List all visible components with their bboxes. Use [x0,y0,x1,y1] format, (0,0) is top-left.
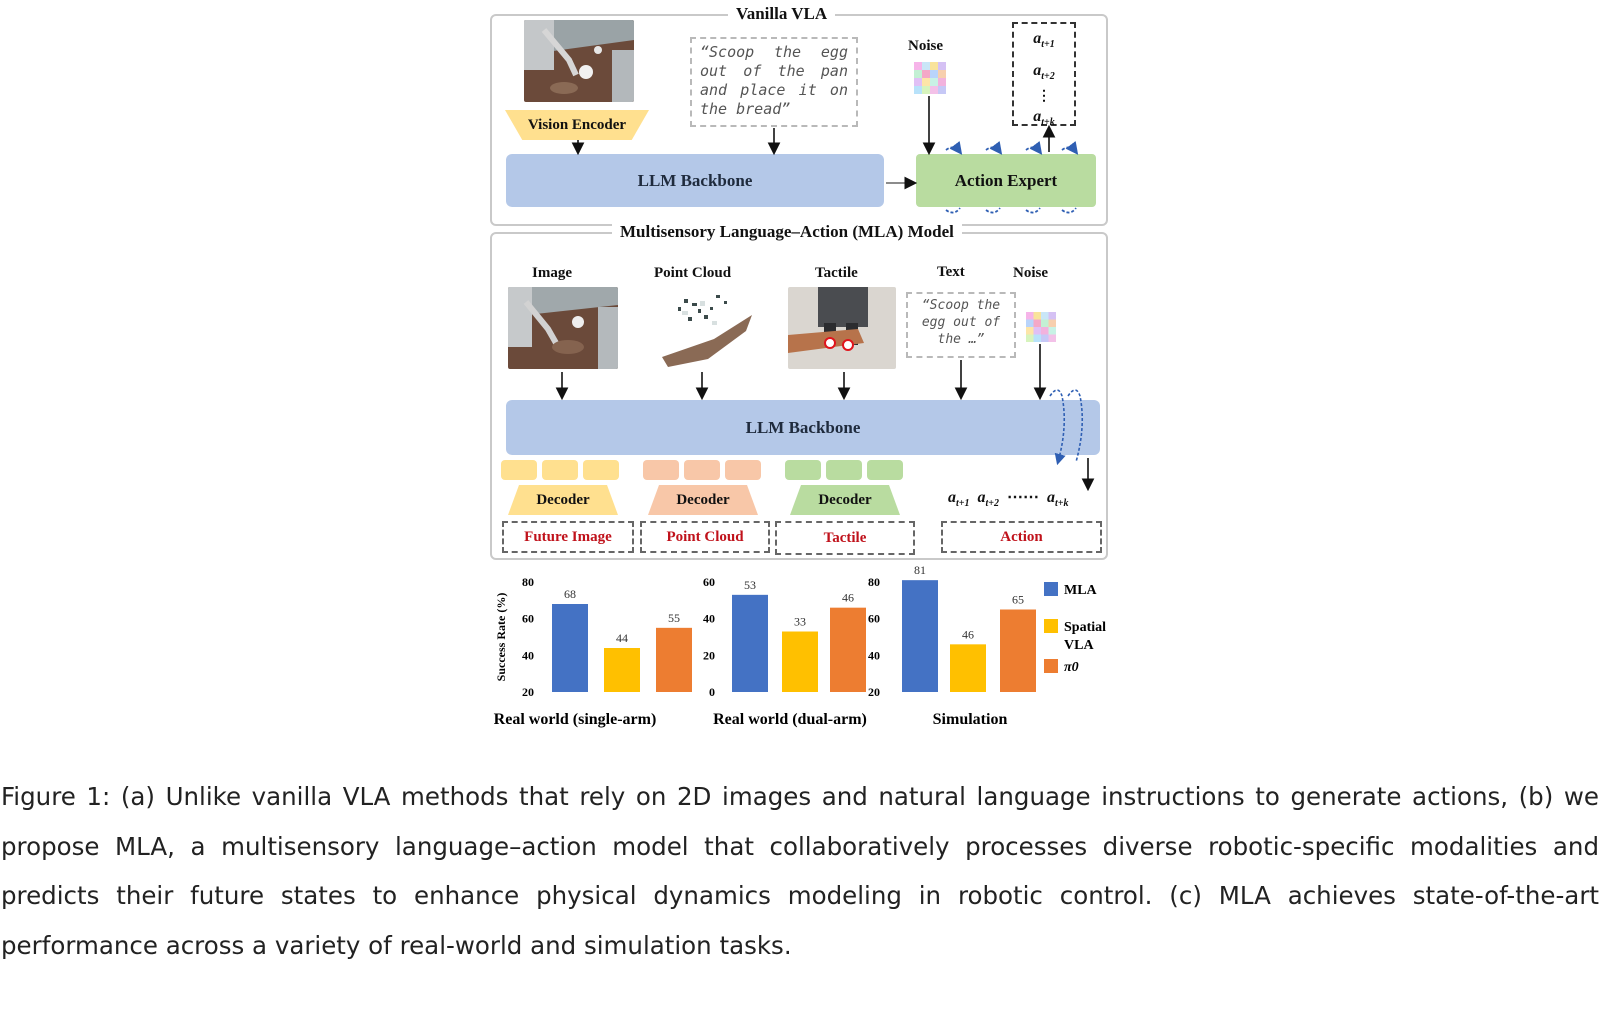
bar-value-label: 33 [794,615,806,629]
image-token [542,460,578,480]
mla-input-label-text: Text [937,264,965,280]
action-sequence: at+1 at+2 ⋮ at+k [1012,26,1076,137]
legend-swatch [1044,582,1058,596]
mla-input-label-pointcloud: Point Cloud [654,265,732,281]
action-item: at+2 [1033,62,1055,83]
mla-input-label-image: Image [532,265,572,281]
tactile-token [826,460,862,480]
action-item: at+2 [977,489,999,510]
point-cloud-thumbnail [654,287,754,369]
bar-value-label: 53 [744,578,756,592]
vision-encoder-block: Vision Encoder [505,110,649,140]
instruction-box: “Scoop the egg out of the pan and place … [690,37,858,127]
bar [1000,609,1036,692]
bar [552,604,588,692]
bar-value-label: 46 [962,627,974,641]
group-label: Real world (dual-arm) [713,711,867,728]
mla-llm-backbone: LLM Backbone [506,400,1100,455]
y-tick-label: 40 [522,648,534,662]
mla-text-box: “Scoop the egg out of the …” [906,292,1016,358]
y-tick-label: 80 [868,575,880,589]
figure-caption: Figure 1: (a) Unlike vanilla VLA methods… [1,782,1599,960]
tactile-decoder: Decoder [790,485,900,515]
pointcloud-token [684,460,720,480]
mla-title: Multisensory Language–Action (MLA) Model [612,222,962,242]
bar [950,644,986,692]
group-label: Real world (single-arm) [494,711,657,728]
mla-arrows [555,344,1095,492]
output-future-image: Future Image [502,521,634,553]
action-item: at+k [1033,108,1055,129]
decoder-label: Decoder [676,491,730,508]
action-item: at+1 [948,489,970,510]
mla-text-snippet: “Scoop the egg out of the …” [921,298,1001,347]
y-tick-label: 20 [868,685,880,699]
bar-value-label: 44 [616,631,628,645]
mla-noise-patch [1026,312,1056,342]
bar [656,627,692,692]
bar-value-label: 65 [1012,593,1024,607]
bar [782,631,818,692]
decoder-label: Decoder [818,491,872,508]
bar-value-label: 81 [914,563,926,577]
action-item: at+1 [1033,30,1055,51]
mla-llm-backbone-label: LLM Backbone [745,417,861,437]
y-tick-label: 40 [703,612,715,626]
action-expert-block: Action Expert [916,154,1096,207]
y-tick-label: 60 [703,575,715,589]
y-tick-label: 80 [522,575,534,589]
mla-image-thumbnail [508,287,618,369]
y-tick-label: 40 [868,648,880,662]
y-axis-label: Success Rate (%) [494,593,508,682]
scene-image-thumbnail [524,20,634,102]
mla-input-label-tactile: Tactile [815,265,858,281]
action-ellipsis: ⋯⋯ [1006,489,1039,506]
output-point-cloud: Point Cloud [640,521,770,553]
legend-label: π0 [1064,660,1079,675]
bar [830,607,866,692]
vanilla-llm-backbone: LLM Backbone [506,154,884,207]
bar [732,594,768,692]
image-token [583,460,619,480]
action-expert-label: Action Expert [954,170,1058,190]
legend-swatch [1044,619,1058,633]
instruction-text: “Scoop the egg out of the pan and place … [700,43,848,118]
legend-label: MLA [1064,583,1098,598]
bar-value-label: 68 [564,587,576,601]
bar-value-label: 46 [842,591,854,605]
y-tick-label: 0 [709,685,715,699]
mla-action-sequence: at+1 at+2 ⋯⋯ at+k [948,487,1068,509]
tactile-thumbnail [788,287,896,369]
decoder-label: Decoder [536,491,590,508]
vanilla-arrows [571,96,1079,214]
output-action: Action [941,521,1102,553]
vanilla-vla-title: Vanilla VLA [728,4,836,24]
bar [604,648,640,692]
pointcloud-token [725,460,761,480]
bar-value-label: 55 [668,611,680,625]
noise-label: Noise [908,38,943,54]
y-tick-label: 60 [522,612,534,626]
group-label: Simulation [933,711,1008,728]
output-tactile: Tactile [775,521,915,555]
vision-encoder-label: Vision Encoder [527,116,627,133]
bar [902,580,938,692]
action-item: at+k [1046,489,1069,510]
tactile-token [785,460,821,480]
pointcloud-decoder: Decoder [648,485,758,515]
action-ellipsis: ⋮ [1037,89,1051,105]
mla-input-label-noise: Noise [1013,265,1048,281]
pointcloud-token [643,460,679,480]
tactile-token [867,460,903,480]
llm-backbone-label: LLM Backbone [637,170,753,190]
image-token [501,460,537,480]
y-tick-label: 20 [703,648,715,662]
image-decoder: Decoder [508,485,618,515]
y-tick-label: 60 [868,612,880,626]
noise-patch [914,62,946,94]
y-tick-label: 20 [522,685,534,699]
legend-swatch [1044,659,1058,673]
